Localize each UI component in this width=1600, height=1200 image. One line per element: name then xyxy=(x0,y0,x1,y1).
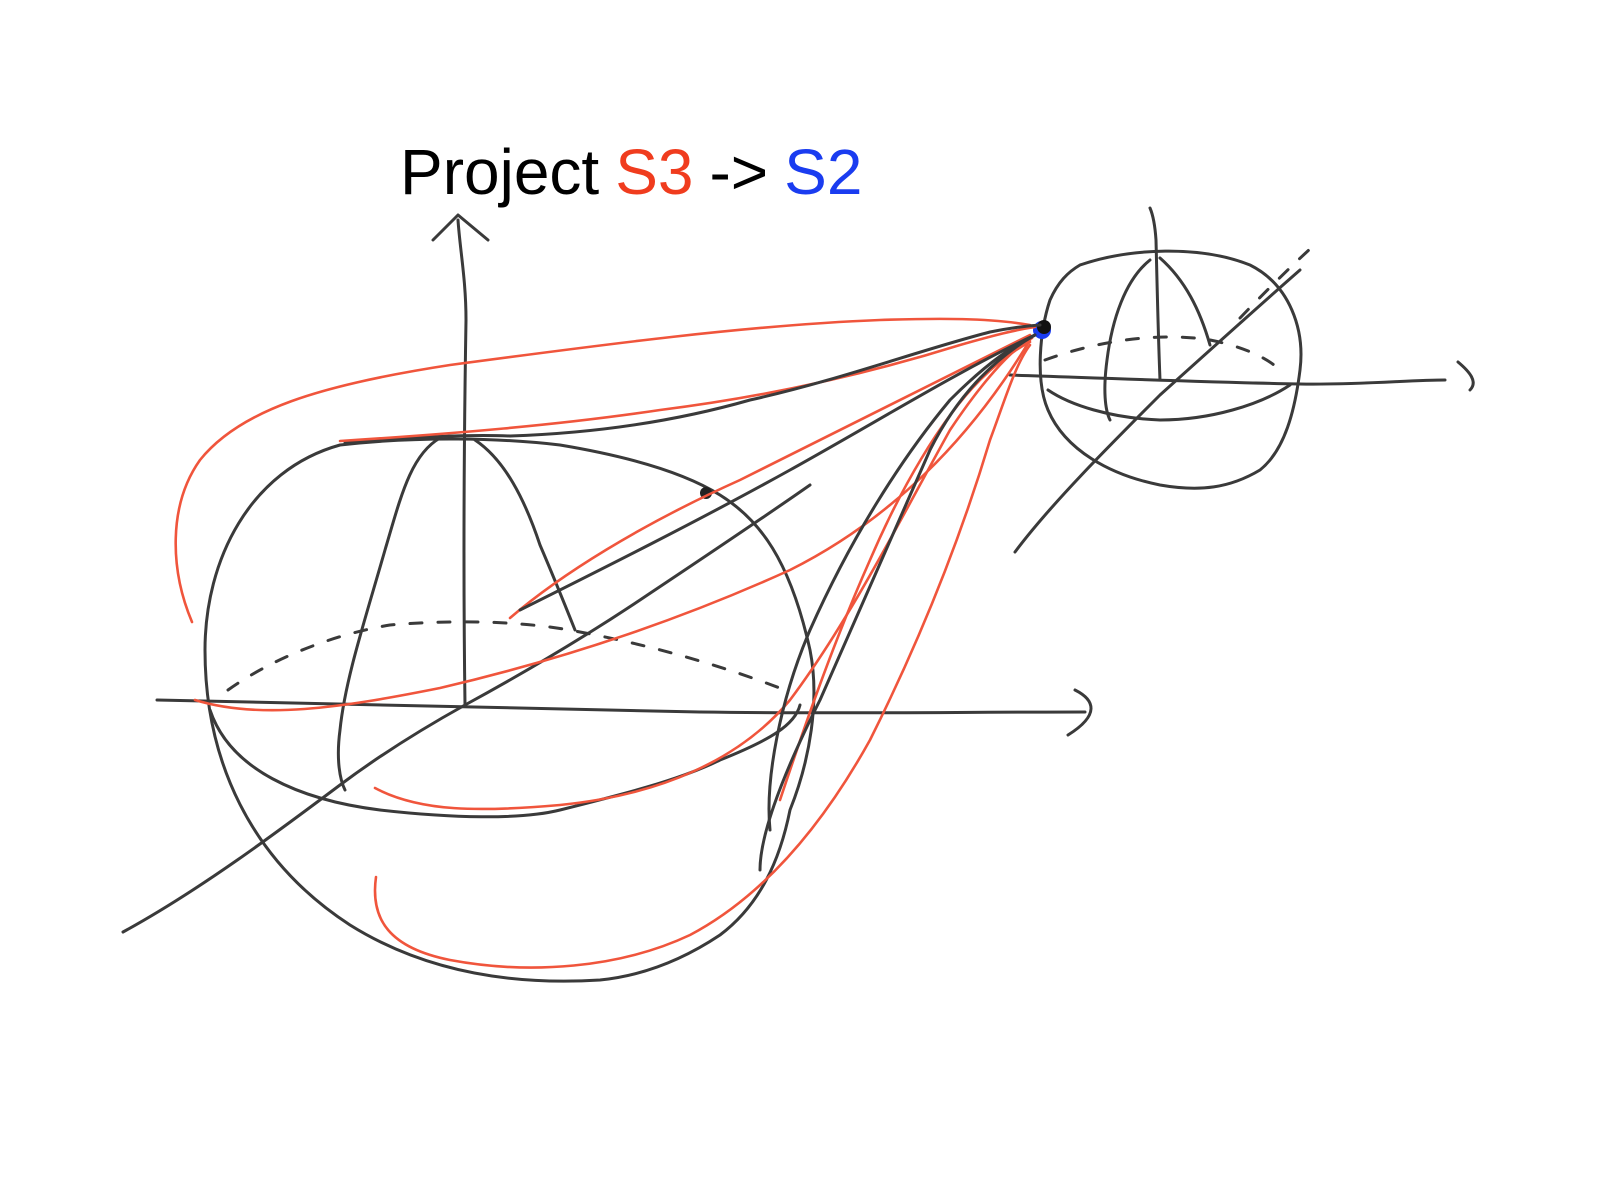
projection-line-inner xyxy=(778,340,1032,802)
target-vertical-axis xyxy=(1148,206,1162,382)
title-target-space: S2 xyxy=(784,136,863,208)
source-horizontal-axis xyxy=(155,698,1087,715)
projection-line-equator xyxy=(193,338,1032,712)
title-arrow: -> xyxy=(709,136,769,208)
source-sphere-top-arc xyxy=(343,433,512,445)
target-sphere-equator xyxy=(1046,383,1292,422)
projection-line-outer xyxy=(174,317,1032,624)
projection-lines-red xyxy=(174,317,1037,969)
projection-line-black-bottom xyxy=(758,333,1037,872)
source-vertical-axis xyxy=(456,218,468,707)
target-point-dot xyxy=(1037,320,1051,334)
source-axes xyxy=(121,213,1093,934)
target-sphere-outline xyxy=(1038,249,1303,490)
source-sphere-back-meridian xyxy=(473,438,577,632)
target-depth-axis-dashed xyxy=(1238,238,1322,320)
source-sphere-front-equator xyxy=(208,703,802,819)
target-sphere xyxy=(1033,249,1303,490)
source-vertical-arrowhead xyxy=(431,213,490,242)
target-horizontal-arrowhead xyxy=(1456,360,1475,392)
target-sphere-back-equator xyxy=(1043,335,1282,372)
projection-line-black-mid xyxy=(518,333,1037,612)
projection-line-lower xyxy=(373,336,1034,811)
title-source-space: S3 xyxy=(615,136,694,208)
title-word: Project xyxy=(400,136,600,208)
source-horizontal-arrowhead xyxy=(1066,688,1093,737)
target-sphere-back-meridian xyxy=(1158,256,1212,347)
source-sphere-back-equator xyxy=(226,620,787,692)
source-sphere xyxy=(203,433,816,983)
source-sphere-outline xyxy=(203,437,816,983)
target-horizontal-axis xyxy=(1008,373,1447,386)
source-depth-axis xyxy=(121,483,812,934)
projection-line-bottom xyxy=(373,343,1032,969)
target-axes xyxy=(1008,206,1475,554)
projection-line-top xyxy=(338,325,1037,443)
projection-lines-black xyxy=(508,323,1042,872)
target-sphere-meridian xyxy=(1103,258,1152,422)
target-depth-axis xyxy=(1013,268,1302,554)
projection-line-black-top xyxy=(508,323,1042,438)
projection-line-upper xyxy=(508,333,1032,620)
source-sphere-front-meridian xyxy=(336,436,442,792)
projection-line-black-lower xyxy=(767,333,1037,832)
